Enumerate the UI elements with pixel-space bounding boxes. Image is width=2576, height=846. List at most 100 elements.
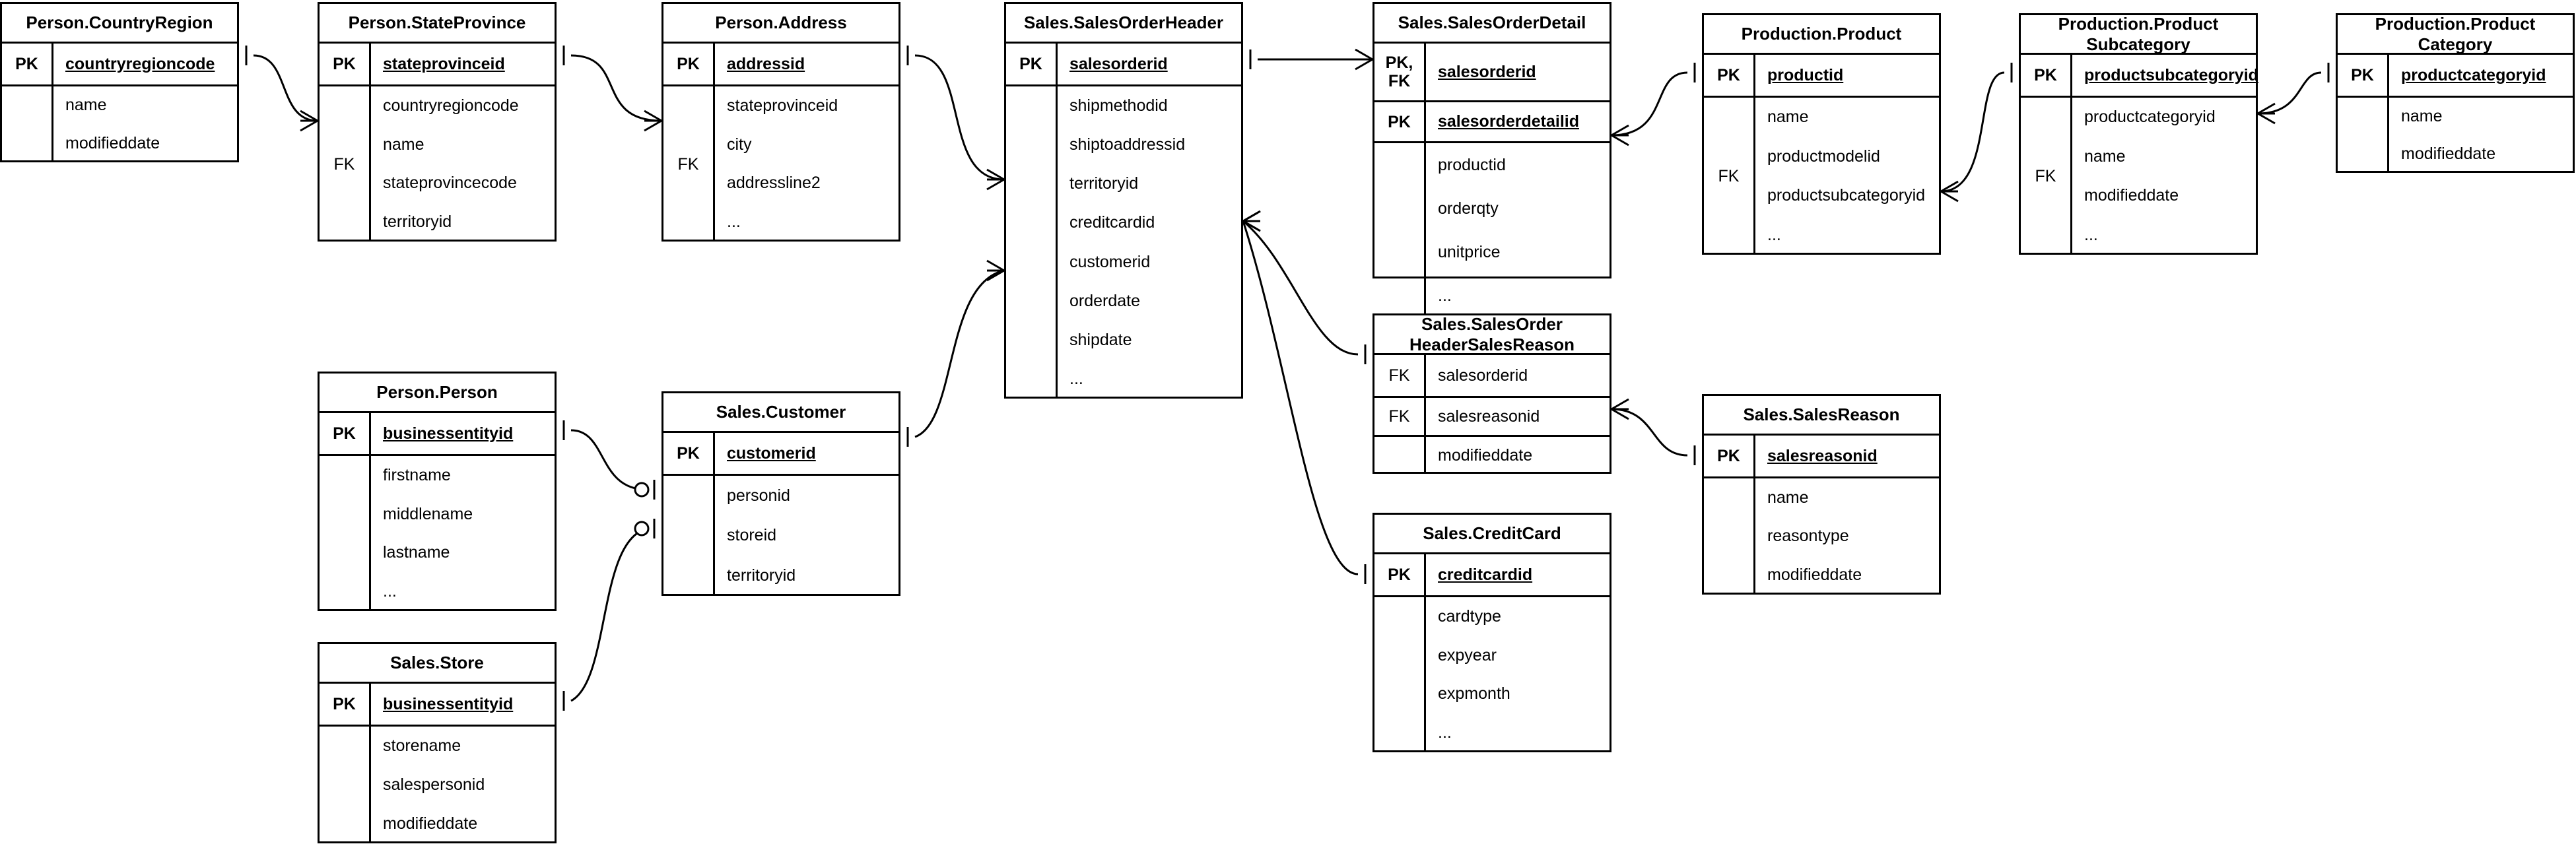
attribute: modifieddate: [65, 133, 160, 152]
attribute-column: productcategoryid: [2389, 55, 2573, 96]
attribute: storeid: [727, 526, 777, 545]
source-crowfoot-lower: [1242, 220, 1261, 232]
key-column: [1704, 478, 1755, 595]
relationship-store-customer: [562, 519, 656, 711]
attribute: personid: [727, 486, 790, 505]
entity-title: Sales.SalesOrderHeader: [1006, 4, 1241, 44]
target-crowfoot-lower: [644, 119, 662, 132]
relationship-line: [914, 54, 1005, 181]
entity-title-line: Sales.Store: [390, 653, 484, 673]
primary-key-attribute: salesreasonid: [1767, 446, 1878, 465]
entity-title: Person.Person: [320, 374, 555, 413]
attribute: firstname: [383, 465, 451, 484]
attribute: expmonth: [1438, 684, 1510, 703]
key-column: PK: [663, 44, 715, 84]
key-badge: FK: [677, 154, 699, 174]
key-column: FK: [2021, 98, 2072, 255]
entity-title-line: Person.CountryRegion: [26, 13, 213, 33]
key-column: PK: [320, 413, 371, 454]
entity-title: Person.Address: [663, 4, 898, 44]
target-crowfoot-upper: [300, 110, 318, 122]
relationship-stateprovince-address: [562, 46, 662, 132]
key-badge: PK: [333, 424, 356, 443]
entity-title-line: Sales.SalesOrderDetail: [1398, 13, 1586, 33]
key-column: PK: [320, 684, 371, 725]
attribute: productid: [1438, 155, 1506, 174]
target-crowfoot-upper: [644, 110, 662, 122]
attribute: shiptoaddressid: [1069, 135, 1186, 154]
source-crowfoot-lower: [1611, 408, 1629, 420]
entity-title-line: Sales.CreditCard: [1423, 523, 1561, 544]
primary-key-attribute: salesorderid: [1069, 54, 1168, 73]
key-column: PK: [2338, 55, 2389, 96]
attribute: creditcardid: [1069, 213, 1155, 232]
key-column: PK,FK: [1374, 44, 1426, 100]
attribute-column: salesorderid: [1426, 44, 1610, 100]
key-column: [2, 86, 53, 162]
key-column: FK: [320, 86, 371, 242]
attribute: modifieddate: [2084, 186, 2179, 205]
attribute: middlename: [383, 504, 473, 523]
entity-title-line: Production.Product: [1741, 24, 1902, 44]
target-crowfoot-upper: [986, 259, 1005, 272]
relationship-salesorderheader-headersalesreason: [1242, 210, 1367, 364]
attribute: productsubcategoryid: [1767, 186, 1926, 205]
relationship-headersalesreason-salesreason: [1611, 398, 1696, 465]
attribute-column: modifieddate: [1426, 437, 1610, 474]
entity-title: Sales.SalesReason: [1704, 396, 1939, 436]
attribute: modifieddate: [2401, 145, 2496, 163]
attribute: cardtype: [1438, 606, 1501, 626]
relationship-productsubcategory-productcategory: [2257, 63, 2330, 125]
attribute: ...: [1767, 225, 1781, 244]
entity-title: Person.StateProvince: [320, 4, 555, 44]
relationship-line: [2257, 71, 2322, 115]
attribute-column: customerid: [715, 433, 898, 474]
relationship-product-productsubcategory: [1940, 63, 2013, 203]
attribute-group: PK customerid: [663, 433, 898, 474]
attribute-column: businessentityid: [371, 413, 555, 454]
key-badge: PK: [333, 55, 356, 73]
entity-title: Sales.CreditCard: [1374, 515, 1610, 554]
key-column: PK: [1704, 436, 1755, 476]
attribute-column: salesreasonid: [1755, 436, 1939, 476]
attribute: ...: [383, 582, 397, 601]
key-badge: PK: [677, 444, 700, 463]
attribute: reasontype: [1767, 527, 1849, 546]
entity-title-line: Person.Address: [715, 13, 847, 33]
attribute: name: [1767, 488, 1809, 507]
key-badge: FK: [1388, 72, 1411, 90]
attribute: territoryid: [1069, 174, 1139, 193]
key-column: [320, 456, 371, 611]
entity-title-line: Person.Person: [376, 382, 498, 403]
key-badge: PK: [1717, 66, 1740, 84]
relationship-line: [570, 527, 648, 702]
attribute-column: stateprovinceid: [371, 44, 555, 84]
